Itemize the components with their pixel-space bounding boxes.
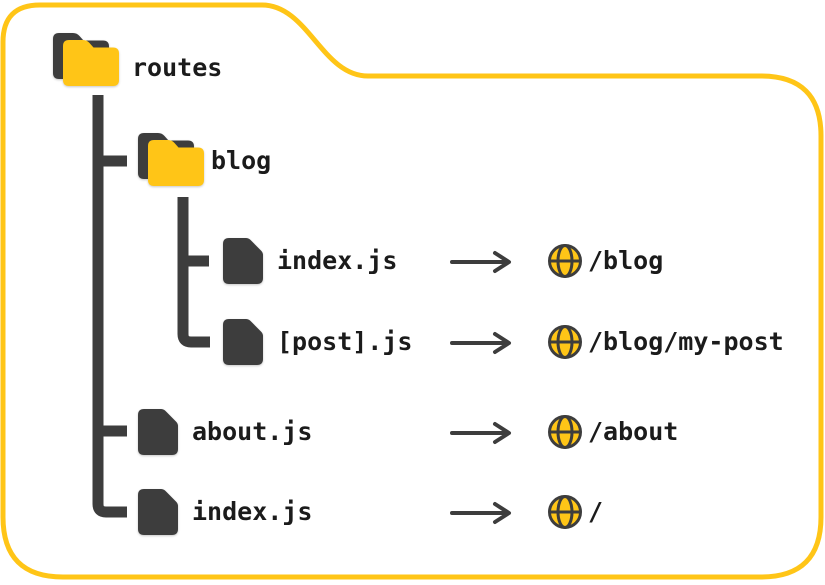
file-icon — [138, 489, 178, 535]
route-path-root: / — [588, 497, 604, 526]
file-icon — [138, 409, 178, 455]
folder-icon — [53, 33, 119, 86]
arrow-right-icon — [450, 251, 511, 273]
file-icon — [223, 319, 263, 365]
node-label-blog-index: index.js — [277, 246, 398, 275]
globe-icon — [548, 325, 582, 359]
arrow-right-icon — [450, 502, 511, 524]
globe-icon — [548, 495, 582, 529]
route-path-about: /about — [588, 417, 679, 446]
arrow-right-icon — [450, 422, 511, 444]
route-path-blog-post: /blog/my-post — [588, 327, 784, 356]
node-label-blog: blog — [211, 146, 272, 175]
route-path-blog: /blog — [588, 246, 664, 275]
folder-icon — [138, 133, 204, 186]
node-label-about: about.js — [192, 417, 313, 446]
arrow-right-icon — [450, 332, 511, 354]
file-icon — [223, 238, 263, 284]
globe-icon — [548, 415, 582, 449]
globe-icon — [548, 244, 582, 278]
node-label-root-index: index.js — [192, 497, 313, 526]
node-label-routes: routes — [132, 53, 223, 82]
connector-main-trunk — [92, 95, 127, 518]
connector-blog-trunk — [177, 197, 210, 348]
node-label-blog-post: [post].js — [277, 327, 413, 356]
